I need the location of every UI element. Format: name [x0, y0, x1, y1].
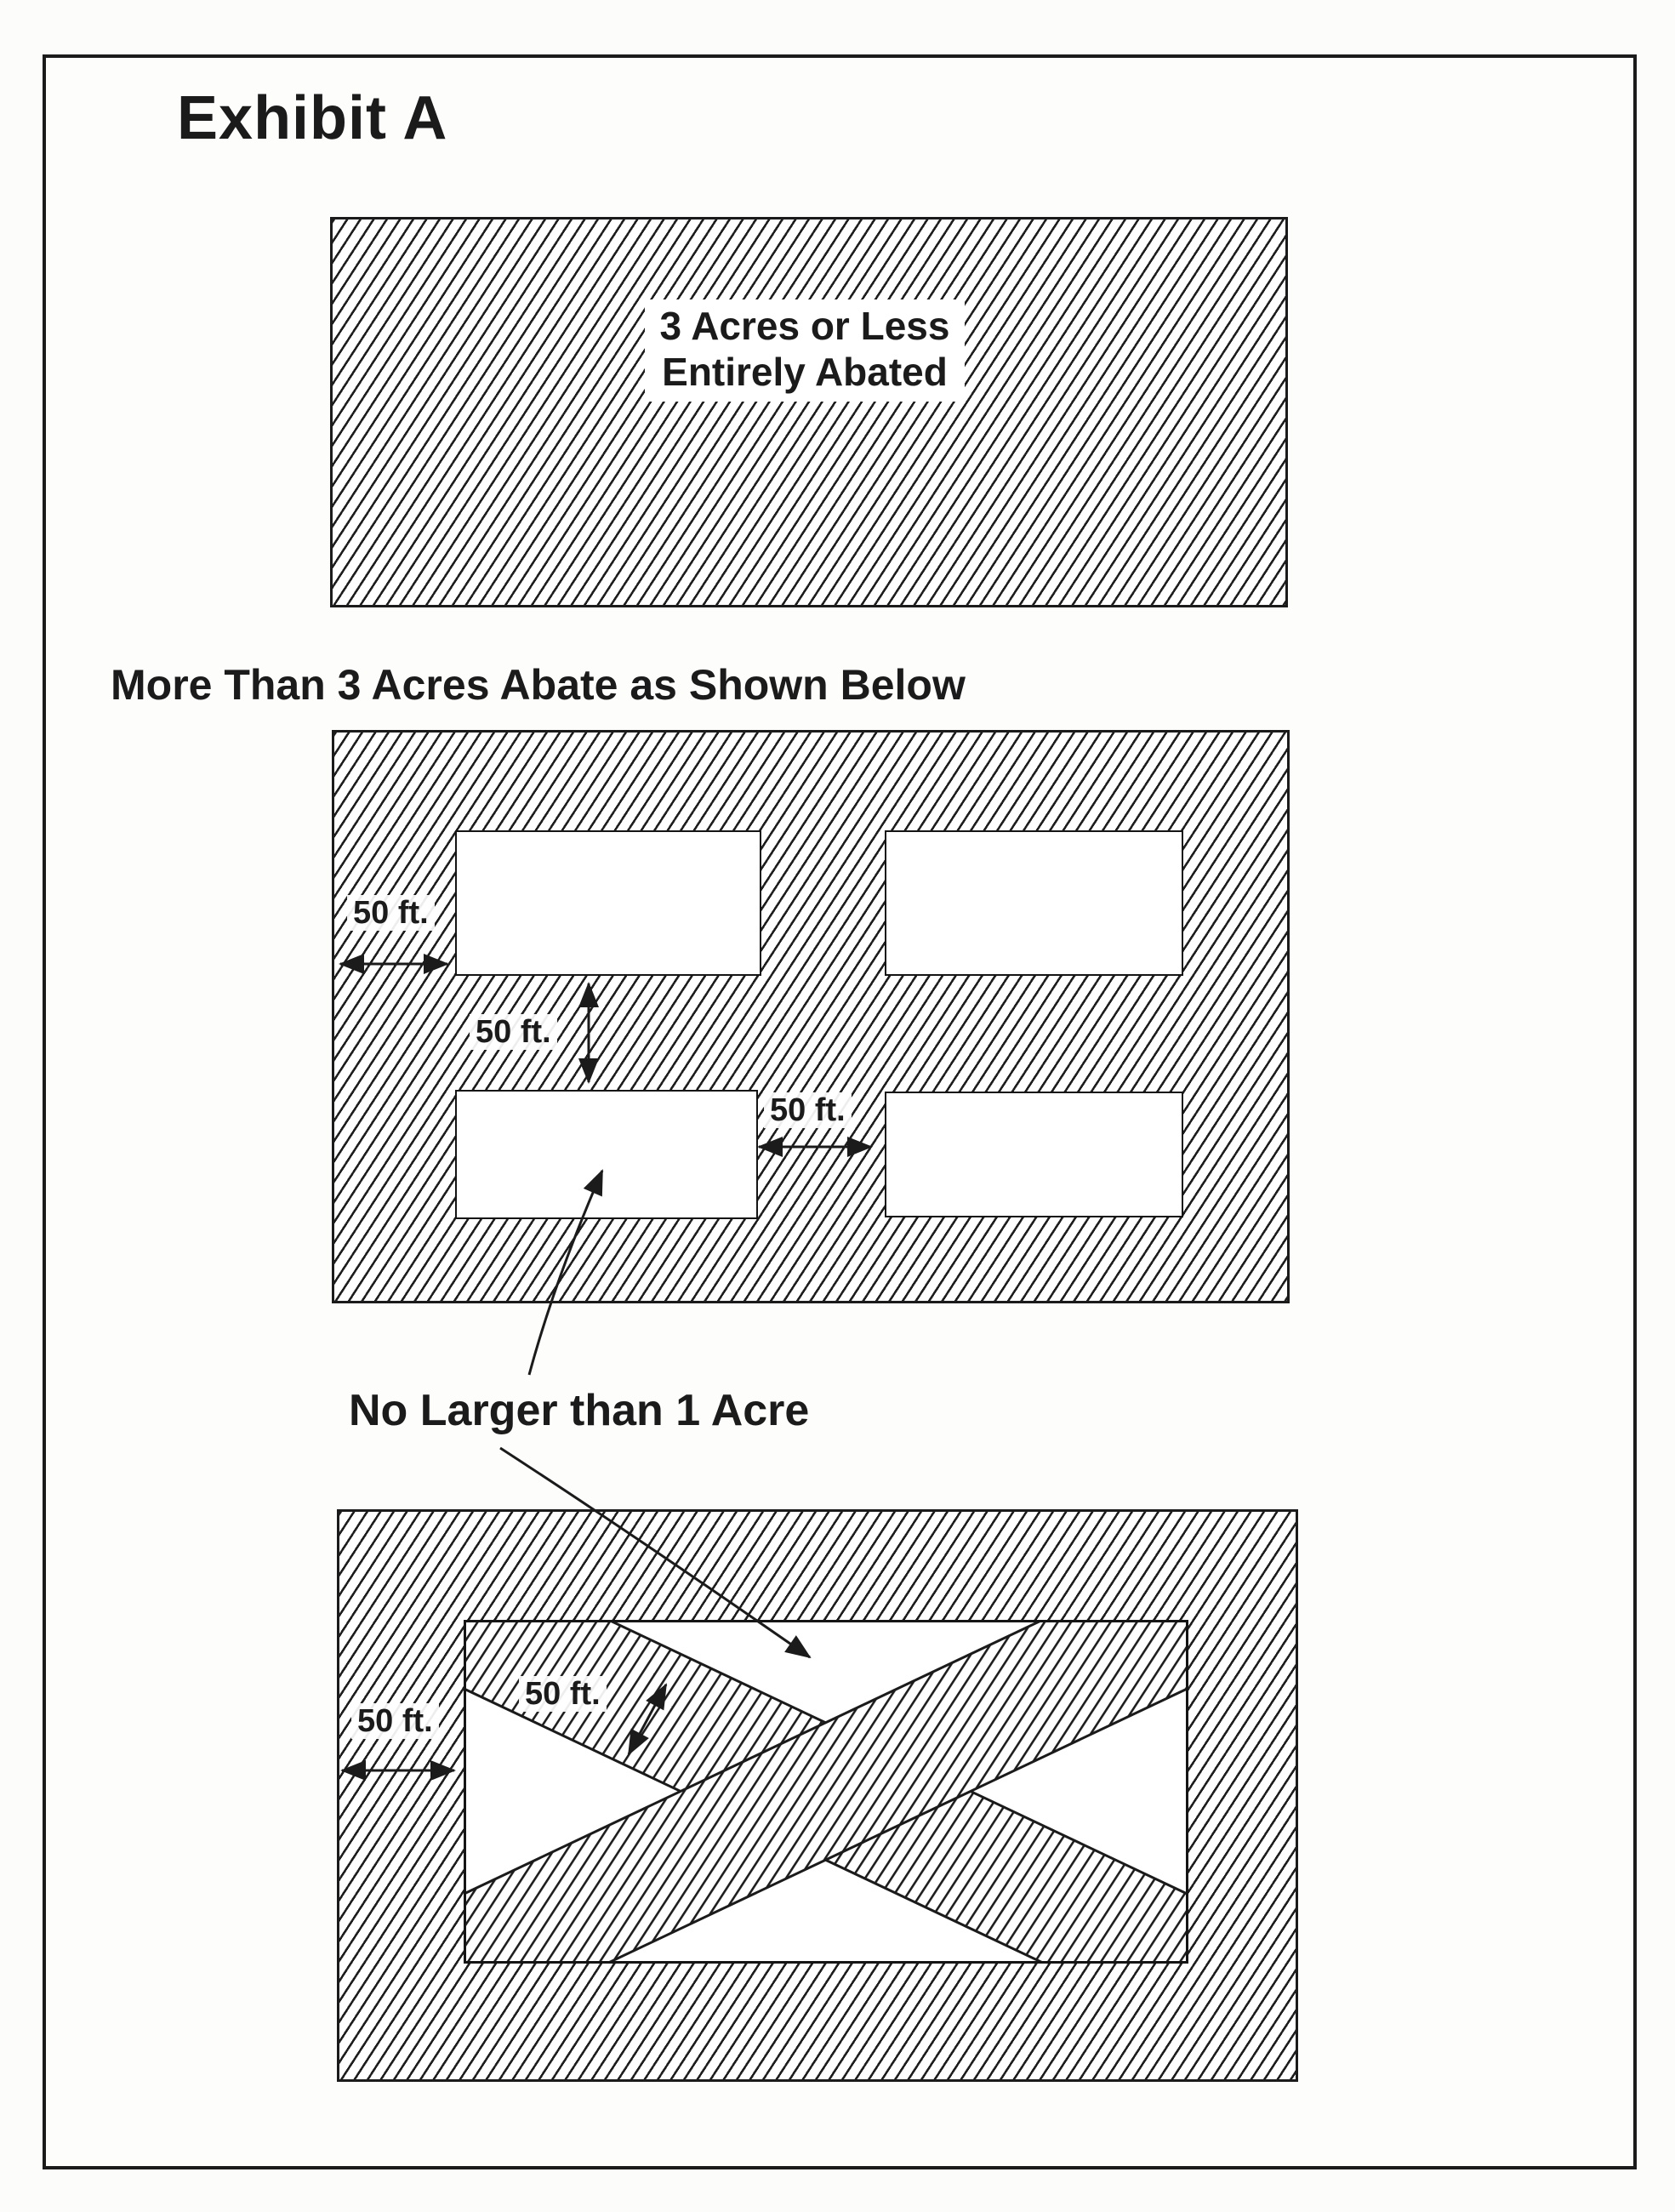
- section-heading: More Than 3 Acres Abate as Shown Below: [111, 661, 966, 709]
- parcel-small-label-line2: Entirely Abated: [662, 350, 948, 394]
- dim-label-band-width: 50 ft.: [519, 1676, 607, 1712]
- parcel-crossed-inner-area: [464, 1620, 1188, 1964]
- unabated-lot-bottom-right: [885, 1092, 1183, 1217]
- dim-label-bottom-left-setback: 50 ft.: [351, 1703, 439, 1739]
- callout-no-larger: No Larger than 1 Acre: [349, 1386, 810, 1435]
- parcel-small-hatched-rect: [330, 217, 1288, 607]
- dim-label-column-gap: 50 ft.: [764, 1092, 852, 1128]
- parcel-small-label: 3 Acres or Less Entirely Abated: [550, 299, 1060, 402]
- exhibit-title: Exhibit A: [177, 84, 448, 152]
- unabated-lot-top-left: [455, 830, 761, 976]
- parcel-small-label-halo: 3 Acres or Less Entirely Abated: [644, 299, 966, 402]
- unabated-lot-top-right: [885, 830, 1183, 976]
- dim-label-row-gap: 50 ft.: [470, 1014, 557, 1050]
- unabated-lot-bottom-left: [455, 1090, 758, 1219]
- parcel-small-label-line1: 3 Acres or Less: [659, 304, 950, 348]
- dim-label-left-setback: 50 ft.: [347, 895, 435, 931]
